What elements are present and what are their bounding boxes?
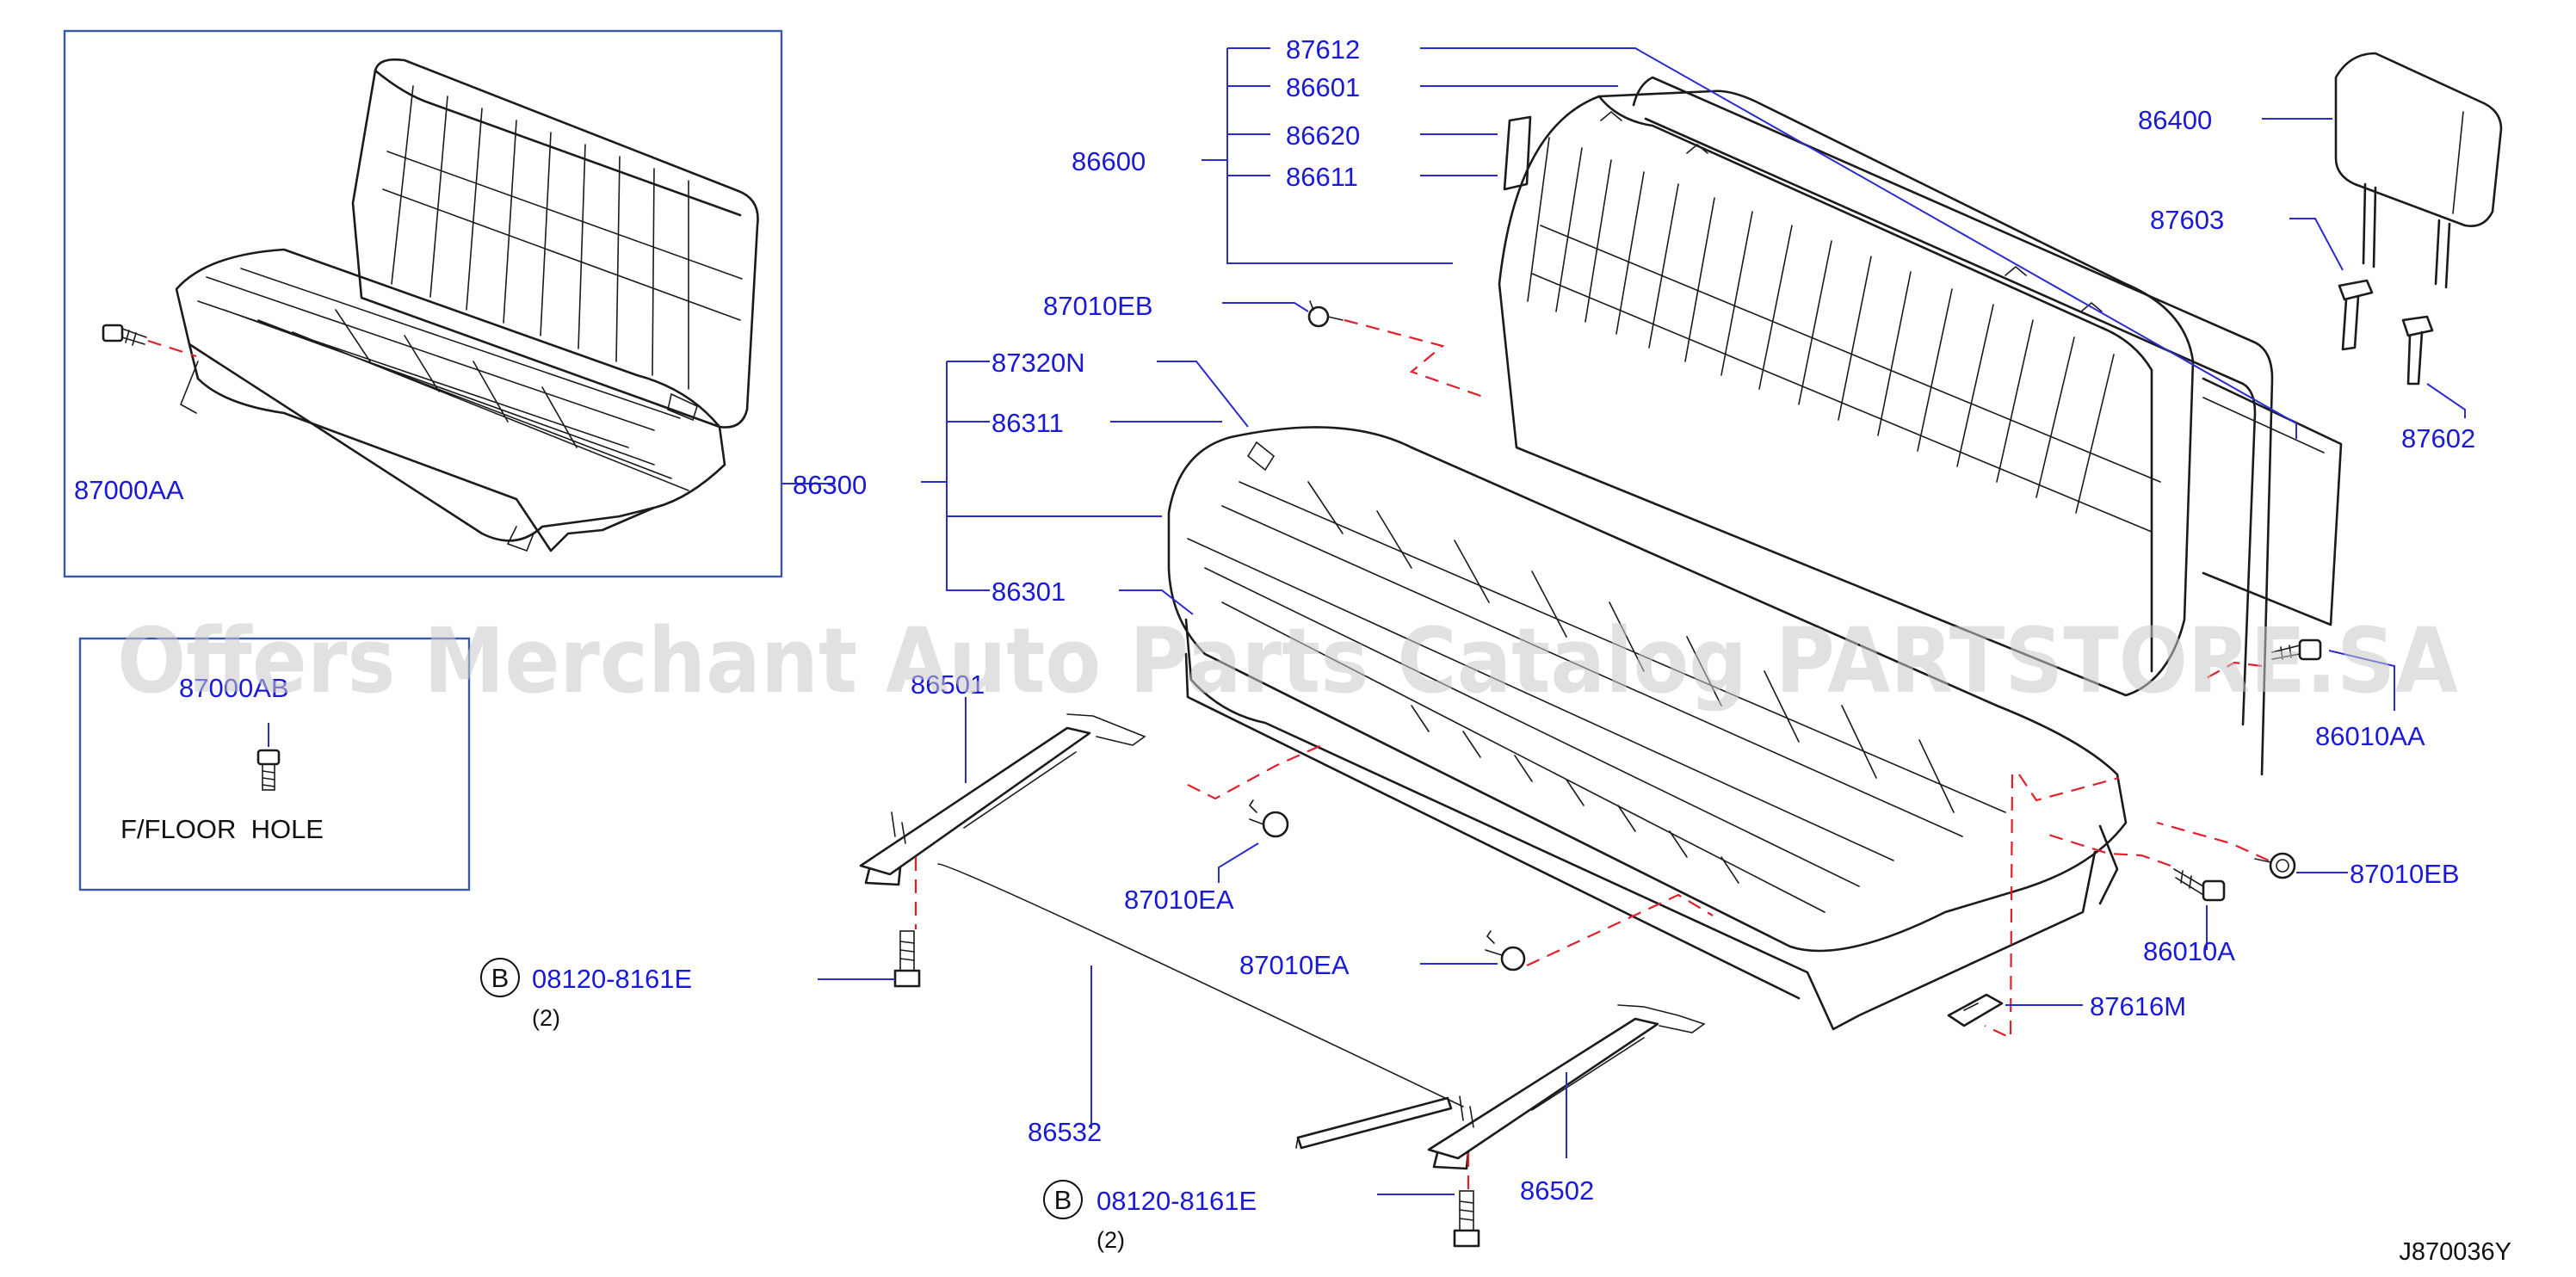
diagram-code: J870036Y <box>2399 1238 2511 1266</box>
inset-dashed-guide <box>147 339 197 358</box>
label-87616M[interactable]: 87616M <box>2090 991 2186 1021</box>
headrest-guide-87603-icon <box>2338 279 2374 351</box>
bolt-08120-left-icon <box>893 930 921 988</box>
slide-rod-86532-illustration <box>1295 1096 1453 1150</box>
bracket-87616M-icon <box>1947 993 2004 1027</box>
callout-quantity-left: (2) <box>532 1005 560 1031</box>
assembled-seat-illustration <box>175 58 759 552</box>
label-86501[interactable]: 86501 <box>911 669 985 700</box>
clip-87010EA-left-icon <box>1248 799 1289 838</box>
label-87010EA-left[interactable]: 87010EA <box>1124 885 1234 915</box>
bolt-87000AA-icon <box>102 324 147 346</box>
bolt-87000AB-icon <box>256 749 281 791</box>
seat-back-illustration <box>1498 89 2195 697</box>
floor-hole-frame <box>78 637 471 891</box>
label-87010EB-back[interactable]: 87010EB <box>1043 291 1153 321</box>
seat-back-frame <box>1632 76 2343 776</box>
bolt-callout-right: B 08120-8161E (2) <box>1043 1180 1257 1253</box>
label-87612[interactable]: 87612 <box>1286 34 1360 65</box>
label-group-86300[interactable]: 86300 <box>793 470 867 500</box>
label-08120-8161E-left[interactable]: 08120-8161E <box>532 964 692 994</box>
label-86502[interactable]: 86502 <box>1520 1175 1594 1206</box>
bolt-08120-right-icon <box>1453 1190 1480 1248</box>
label-87603[interactable]: 87603 <box>2150 205 2224 235</box>
callout-quantity-right: (2) <box>1096 1227 1125 1253</box>
seat-cushion-illustration <box>1167 426 2128 1031</box>
floor-hole-caption: F/FLOOR HOLE <box>120 814 324 844</box>
headrest-guide-87602-icon <box>2401 315 2434 386</box>
label-87320N[interactable]: 87320N <box>991 348 1085 378</box>
label-87000AA[interactable]: 87000AA <box>74 475 184 505</box>
watermark: Offers Merchant Auto Parts Catalog PARTS… <box>117 608 2458 713</box>
label-86532[interactable]: 86532 <box>1028 1117 1102 1147</box>
label-group-86600[interactable]: 86600 <box>1072 146 1146 176</box>
label-08120-8161E-right[interactable]: 08120-8161E <box>1096 1186 1257 1216</box>
label-87010EA-center[interactable]: 87010EA <box>1239 950 1350 980</box>
label-86611[interactable]: 86611 <box>1286 162 1358 192</box>
label-86311[interactable]: 86311 <box>991 408 1064 438</box>
bolt-callout-left: B 08120-8161E (2) <box>480 958 692 1031</box>
slide-rail-86502-illustration <box>1427 1004 1706 1170</box>
callout-marker-left: B <box>491 963 510 993</box>
assembly-guides <box>914 318 2270 1189</box>
label-86010A[interactable]: 86010A <box>2143 936 2235 966</box>
inset-frame <box>63 29 783 578</box>
slide-rail-86501-illustration <box>859 713 1146 886</box>
label-86301[interactable]: 86301 <box>991 577 1066 607</box>
callout-marker-right: B <box>1054 1185 1072 1215</box>
leader-lines <box>818 47 2466 1195</box>
label-86601[interactable]: 86601 <box>1286 72 1360 102</box>
label-87010EB-side[interactable]: 87010EB <box>2350 859 2460 889</box>
bolt-86010A-icon <box>2173 868 2226 902</box>
bolt-86010AA-icon <box>2271 638 2322 661</box>
clip-87010EB-side-icon <box>2254 852 2296 879</box>
label-86620[interactable]: 86620 <box>1286 120 1360 151</box>
clip-87010EA-center-icon <box>1485 930 1526 972</box>
slide-rod-86532-wire <box>937 863 1464 1107</box>
clip-87010EB-back-icon <box>1307 300 1344 328</box>
label-87602[interactable]: 87602 <box>2401 423 2475 453</box>
label-87000AB[interactable]: 87000AB <box>179 673 289 703</box>
label-86010AA[interactable]: 86010AA <box>2315 721 2425 751</box>
label-86400[interactable]: 86400 <box>2138 105 2212 135</box>
headrest-illustration <box>2334 52 2503 289</box>
label-tag-86620 <box>1503 115 1532 191</box>
